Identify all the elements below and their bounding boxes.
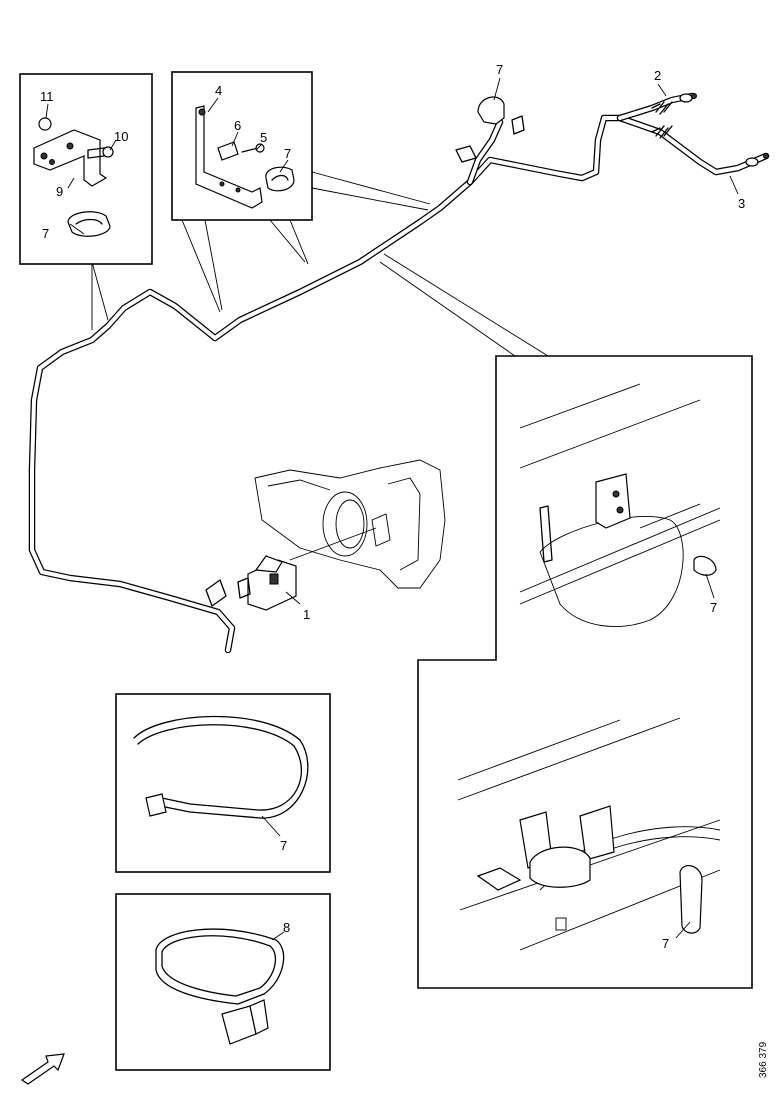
- callout-11: 11: [40, 89, 54, 104]
- callout-1: 1: [303, 607, 310, 622]
- callout-7-detail-lower: 7: [662, 936, 669, 951]
- spring-fitting-2: [651, 93, 697, 115]
- callout-7-box-a: 7: [42, 226, 49, 241]
- detail-panel-right: [417, 355, 753, 989]
- callout-leaders: [45, 77, 739, 941]
- callout-7-box-b: 7: [284, 146, 291, 161]
- callout-4: 4: [215, 83, 222, 98]
- forward-direction-arrow-icon: [20, 1053, 65, 1085]
- main-air-pipe: [28, 92, 770, 654]
- detail-box-b: [171, 71, 313, 221]
- callout-2: 2: [654, 68, 661, 83]
- callout-9: 9: [56, 184, 63, 199]
- figure-reference-number: 366 379: [758, 1041, 769, 1078]
- callout-5: 5: [260, 130, 267, 145]
- callout-6: 6: [234, 118, 241, 133]
- callout-7-top: 7: [496, 62, 503, 77]
- callout-7-strap: 7: [280, 838, 287, 853]
- tank-and-valve-area: [205, 459, 446, 611]
- spring-fitting-3: [651, 125, 769, 167]
- callout-3: 3: [738, 196, 745, 211]
- detail-box-strap: [115, 693, 331, 873]
- callout-7-detail-upper: 7: [710, 600, 717, 615]
- pipe-clamp-top: [455, 96, 525, 163]
- callout-8: 8: [283, 920, 290, 935]
- detail-box-loop-clip: [115, 893, 331, 1071]
- leader-lines: [91, 171, 549, 357]
- callout-10: 10: [114, 129, 128, 144]
- detail-box-a: [19, 73, 153, 265]
